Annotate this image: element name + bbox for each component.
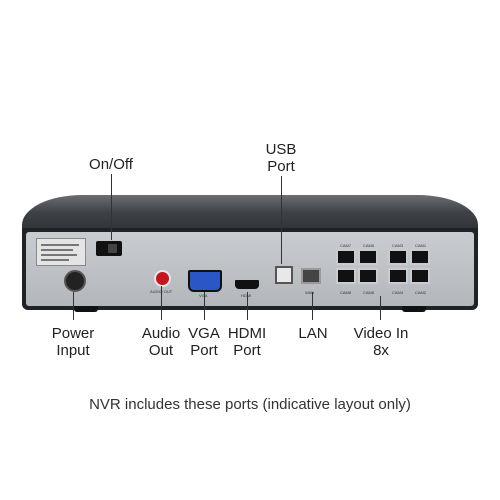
leader-line-power	[73, 292, 74, 320]
leader-line-hdmi	[247, 292, 248, 320]
on-off-label: On/Off	[89, 156, 133, 173]
power-input-port	[64, 270, 86, 292]
leader-line-usb	[281, 176, 282, 264]
camera-port	[336, 249, 356, 265]
hdmi-port-label: HDMI Port	[227, 325, 267, 359]
nvr-foot-right	[402, 306, 426, 312]
wan-mark: WAN	[305, 290, 315, 295]
hdmi-port	[235, 280, 259, 289]
leader-line-on-off	[111, 174, 112, 240]
warning-sticker	[36, 238, 86, 266]
hdmi-mark: HDMI	[241, 293, 251, 298]
caption: NVR includes these ports (indicative lay…	[89, 396, 411, 413]
power-input-label: Power Input	[51, 325, 95, 359]
vga-mark: VGA	[199, 293, 207, 298]
lan-port	[301, 268, 321, 284]
power-switch[interactable]	[96, 241, 122, 256]
cam-mark: CAM4	[392, 290, 404, 295]
camera-port	[358, 249, 378, 265]
camera-port	[410, 249, 430, 265]
audio-out-jack	[154, 270, 171, 287]
leader-line-vga	[204, 292, 205, 320]
nvr-foot-left	[74, 306, 98, 312]
lan-label: LAN	[298, 325, 328, 342]
vga-port-label: VGA Port	[188, 325, 220, 359]
leader-line-audio	[161, 286, 162, 320]
cam-mark: CAM1	[415, 243, 427, 248]
camera-port	[358, 268, 378, 284]
camera-port	[336, 268, 356, 284]
vga-port	[188, 270, 222, 292]
leader-line-video	[380, 296, 381, 320]
video-in-label: Video In 8x	[353, 325, 409, 359]
usb-port-label: USB Port	[265, 141, 297, 175]
cam-mark: CAM5	[363, 243, 375, 248]
leader-line-lan	[312, 292, 313, 320]
camera-port	[388, 249, 408, 265]
camera-port	[388, 268, 408, 284]
cam-mark: CAM3	[392, 243, 404, 248]
cam-mark: CAM2	[415, 290, 427, 295]
cam-mark: CAM7	[340, 243, 352, 248]
audio-out-label: Audio Out	[141, 325, 181, 359]
cam-mark: CAM6	[363, 290, 375, 295]
cam-mark: CAM8	[340, 290, 352, 295]
usb-port	[275, 266, 293, 284]
camera-port	[410, 268, 430, 284]
